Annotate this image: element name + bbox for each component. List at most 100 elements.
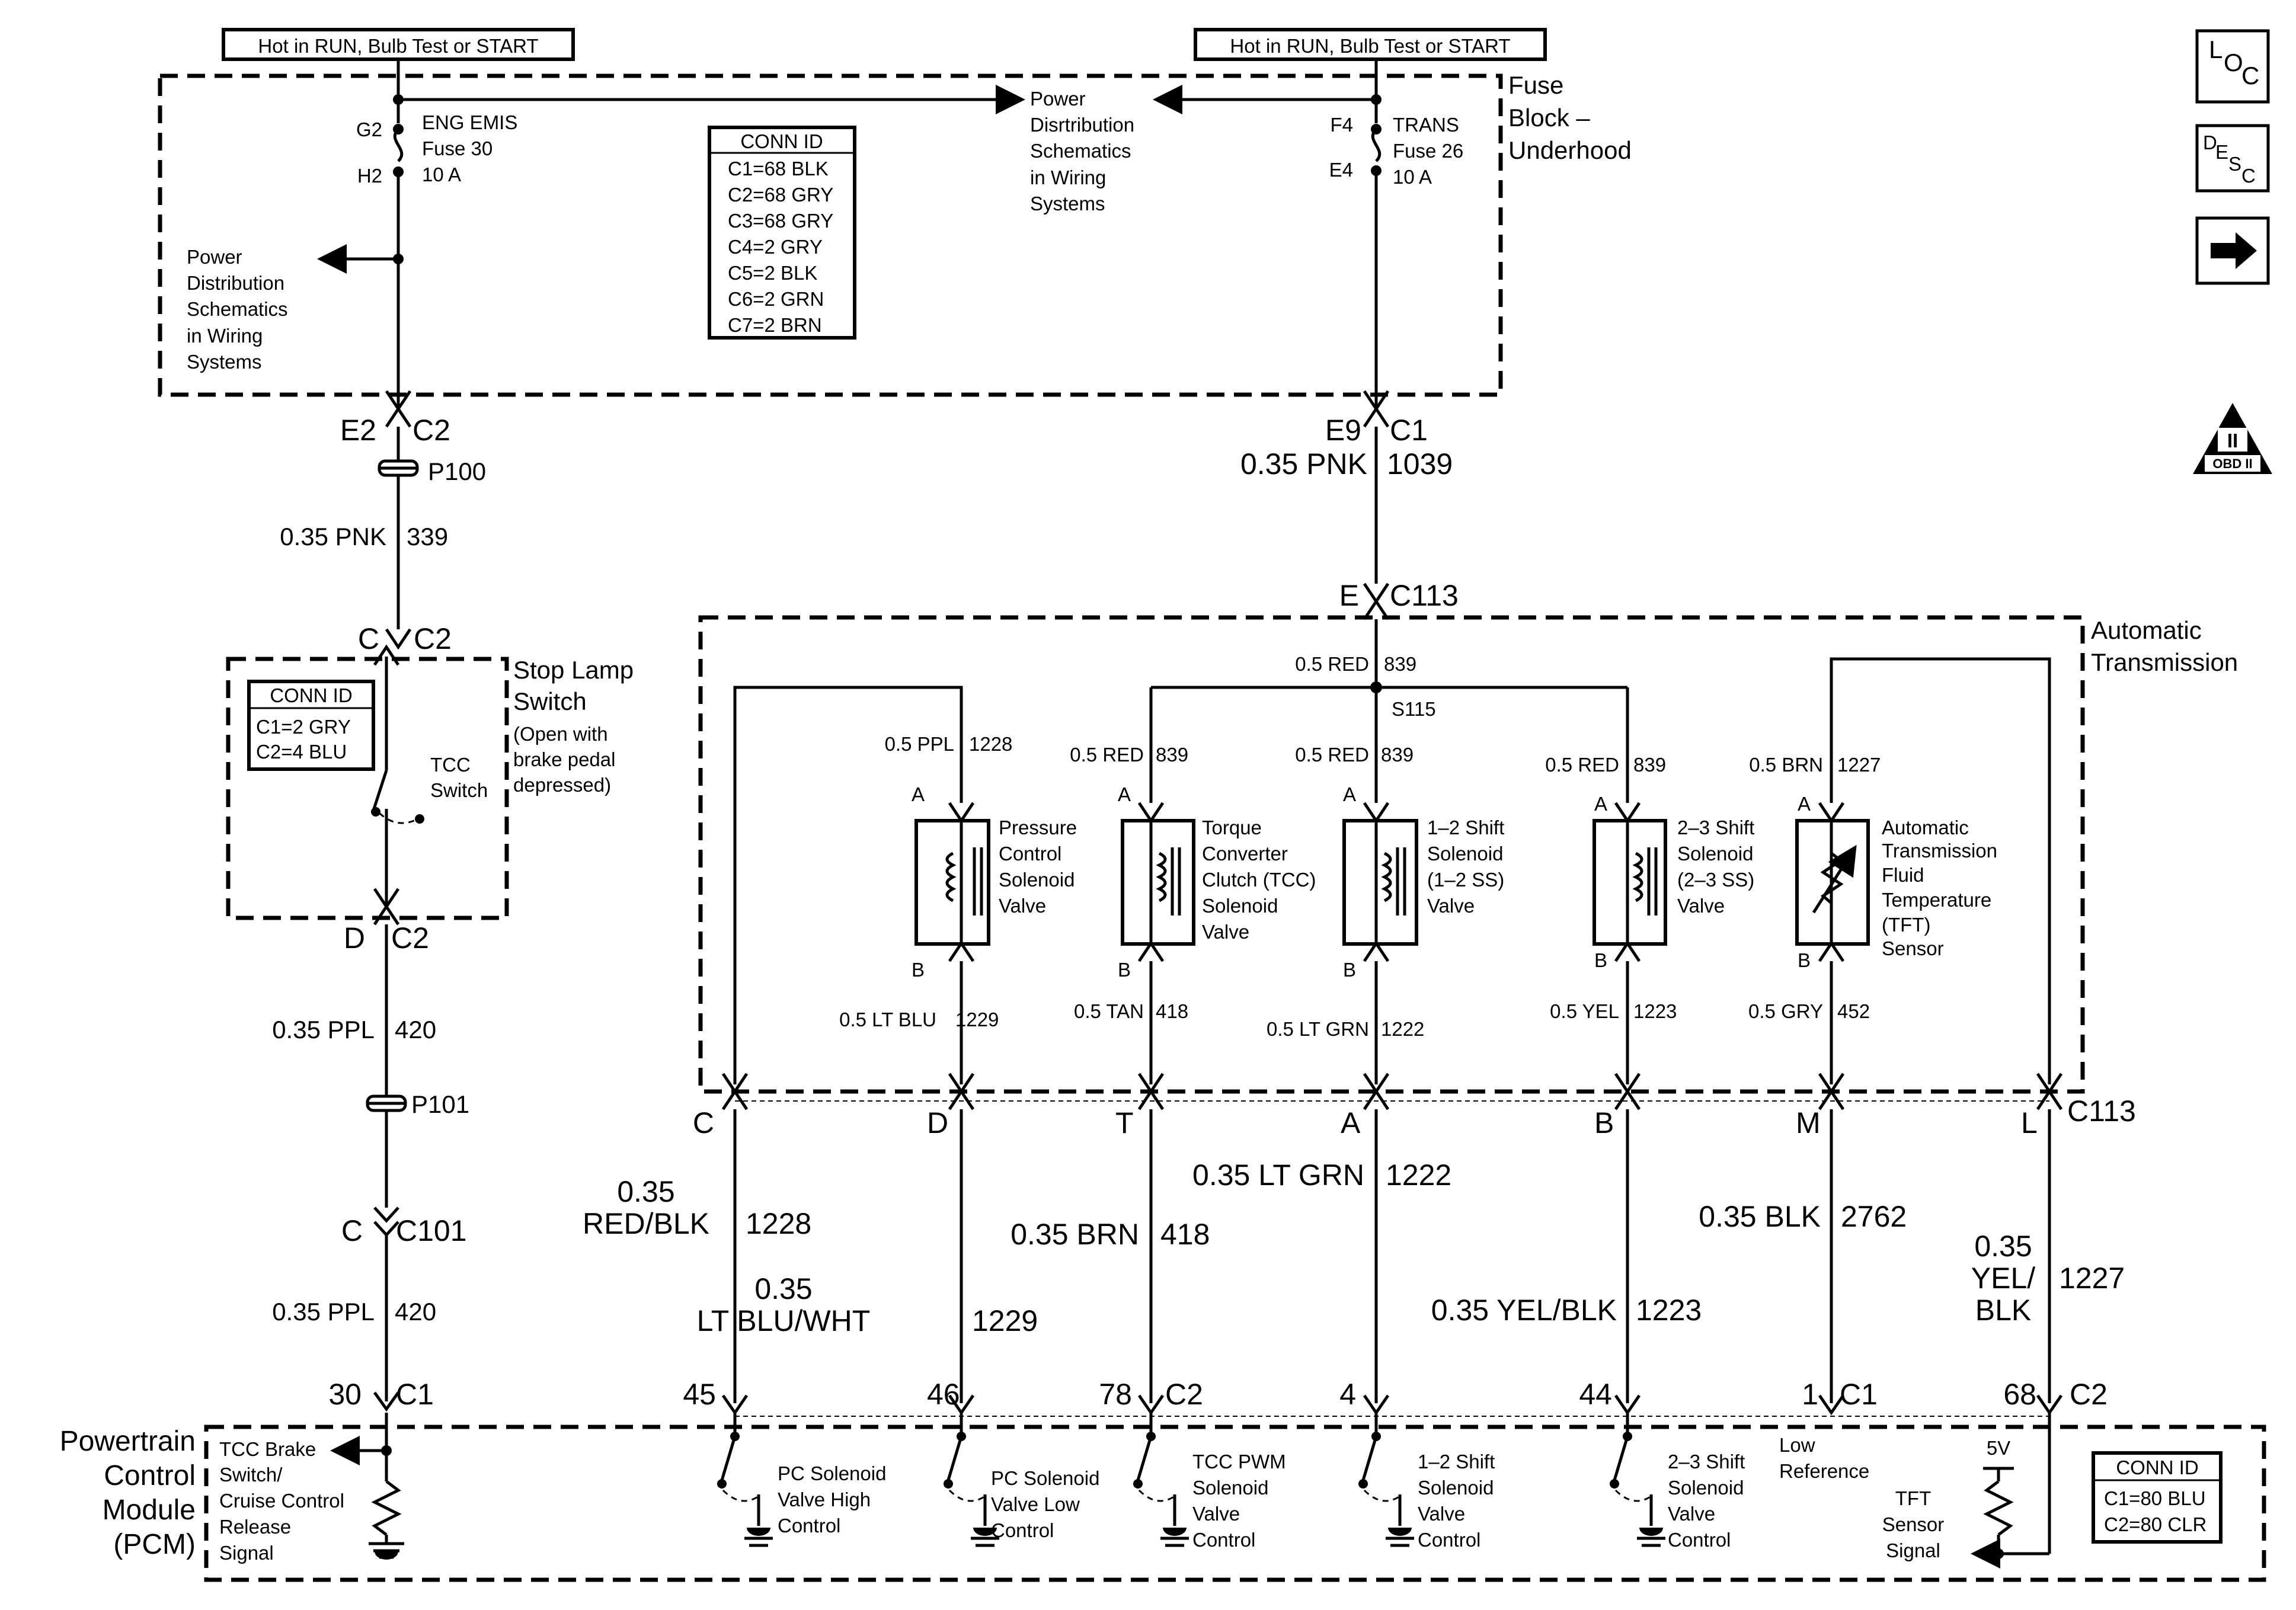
harness-1227-gauge-3: BLK [1975, 1294, 2032, 1327]
comp4-pin-a: A [1594, 793, 1607, 815]
desc-icon[interactable]: D E S C [2195, 124, 2270, 193]
comp3-name-3: (1–2 SS) [1427, 869, 1504, 891]
comp2-name-4: Solenoid [1202, 895, 1278, 917]
pcm-pin-45: 45 [683, 1378, 716, 1411]
comp1-out-gauge: 0.5 LT BLU [839, 1009, 936, 1030]
obd-ii-icon: II OBD II [2193, 403, 2272, 474]
pcm-pin-78-conn: C2 [1165, 1378, 1203, 1411]
tcc-brake-label-1: TCC Brake [219, 1438, 316, 1460]
comp4-name-4: Valve [1677, 895, 1725, 917]
splice-s115-label: S115 [1392, 698, 1436, 720]
stop-conn-id-title: CONN ID [270, 684, 352, 706]
comp3-pin-b: B [1343, 959, 1356, 981]
fuse-pin-f4: F4 [1330, 114, 1353, 136]
fuse-conn-id-row-4: C4=2 GRY [728, 236, 823, 258]
left-fuse-circuit [317, 59, 412, 412]
comp3-out-circuit: 1222 [1381, 1018, 1424, 1040]
driver-4-label-4: Control [1418, 1529, 1480, 1551]
comp5-name-5: (TFT) [1882, 914, 1930, 936]
c113-pin-c: C [693, 1106, 714, 1140]
eng-emis-label: ENG EMIS [422, 111, 517, 133]
stop-c2-top-pin: C [358, 622, 379, 655]
comp1-pin-a: A [912, 783, 925, 805]
pcm-label-1: Powertrain [60, 1426, 196, 1457]
fuse-conn-id-row-2: C2=68 GRY [728, 184, 833, 206]
tft-signal-label-2: Sensor [1882, 1513, 1945, 1535]
power-dist-center-5: Systems [1030, 193, 1105, 215]
stop-conn-id-row-1: C1=2 GRY [256, 716, 351, 738]
fuse-30-label: Fuse 30 [422, 137, 493, 159]
driver-44-label-4: Control [1668, 1529, 1731, 1551]
comp3-name-1: 1–2 Shift [1427, 817, 1504, 838]
comp3-out-gauge: 0.5 LT GRN [1267, 1018, 1369, 1040]
driver-44-label-2: Solenoid [1668, 1477, 1744, 1499]
wire-420-gauge-1: 0.35 PPL [272, 1016, 375, 1044]
pcm-pin-68: 68 [2003, 1378, 2036, 1411]
svg-text:S: S [2228, 153, 2241, 175]
comp5-in-gauge: 0.5 BRN [1749, 754, 1823, 776]
driver-44-label-1: 2–3 Shift [1668, 1451, 1745, 1473]
fuse-26-symbol [1371, 128, 1382, 162]
left-c2-pin: E2 [340, 414, 376, 447]
stop-c2-bottom-conn: C2 [391, 921, 429, 955]
fuse-block-conn-id [708, 126, 856, 340]
c113-pin-t: T [1115, 1106, 1134, 1140]
comp4-name-1: 2–3 Shift [1677, 817, 1754, 838]
c113-pin-b: B [1594, 1106, 1614, 1140]
driver-4-label-2: Solenoid [1418, 1477, 1494, 1499]
driver-44-label-3: Valve [1668, 1503, 1715, 1525]
loc-icon[interactable]: L O C [2195, 29, 2270, 104]
fuse-conn-id-row-5: C5=2 BLK [728, 262, 817, 284]
c113-top-pin: E [1339, 579, 1359, 612]
comp2-in-circuit: 839 [1156, 744, 1188, 766]
tcc-solenoid [1121, 802, 1195, 1094]
fuse-conn-id-row-3: C3=68 GRY [728, 210, 833, 232]
stop-c2-bottom-pin: D [344, 921, 365, 955]
c113-bottom-connector [721, 1089, 2063, 1110]
driver-switch-45 [717, 1413, 773, 1547]
svg-text:O: O [2224, 49, 2243, 76]
right-c1-conn: C1 [1390, 414, 1428, 447]
tft-signal-label-1: TFT [1895, 1487, 1931, 1509]
driver-4-label-3: Valve [1418, 1503, 1465, 1525]
tcc-brake-label-2: Switch/ [219, 1464, 283, 1486]
pcm-label-4: (PCM) [113, 1529, 196, 1560]
pcm-conn-id [2092, 1451, 2223, 1544]
stop-lamp-note-1: (Open with [513, 723, 608, 745]
fuse-conn-id-row-1: C1=68 BLK [728, 158, 829, 180]
harness-2762-gauge: 0.35 BLK [1699, 1200, 1821, 1233]
comp4-out-circuit: 1223 [1633, 1000, 1677, 1022]
fuse-conn-id-row-7: C7=2 BRN [728, 314, 822, 336]
comp4-name-3: (2–3 SS) [1677, 869, 1754, 891]
comp1-name-1: Pressure [999, 817, 1077, 838]
shift-solenoid-2-3 [1593, 802, 1667, 1094]
svg-text:E: E [2215, 141, 2228, 163]
harness-1228-circuit: 1228 [746, 1207, 811, 1240]
comp1-in-gauge: 0.5 PPL [885, 733, 954, 755]
pcm-conn-id-row-1: C1=80 BLU [2104, 1487, 2206, 1509]
harness-418-gauge: 0.35 BRN [1011, 1218, 1139, 1251]
comp4-out-gauge: 0.5 YEL [1550, 1000, 1619, 1022]
comp5-in-circuit: 1227 [1837, 754, 1881, 776]
pcm-pin-78: 78 [1099, 1378, 1132, 1411]
stop-lamp-title-2: Switch [513, 687, 587, 715]
comp2-out-circuit: 418 [1156, 1000, 1188, 1022]
pcm-conn-id-title: CONN ID [2116, 1457, 2198, 1478]
driver-46-label-1: PC Solenoid [991, 1467, 1099, 1489]
comp4-pin-b: B [1594, 949, 1607, 971]
c113-pin-d: D [927, 1106, 948, 1140]
pcm-label-2: Control [104, 1460, 196, 1491]
fuse-26-label: Fuse 26 [1393, 140, 1463, 162]
right-fuse-circuit [1363, 59, 1390, 412]
next-arrow-icon[interactable] [2195, 216, 2270, 285]
fuse-block-outline [158, 73, 1503, 397]
driver-switch-44 [1610, 1413, 1665, 1547]
harness-1223-gauge: 0.35 YEL/BLK [1431, 1294, 1617, 1327]
comp2-name-2: Converter [1202, 843, 1288, 865]
right-c1-pin: E9 [1325, 414, 1361, 447]
driver-78-label-4: Control [1192, 1529, 1255, 1551]
harness-1229-gauge-2: LT BLU/WHT [697, 1304, 871, 1337]
comp1-name-3: Solenoid [999, 869, 1075, 891]
driver-45-label-3: Control [778, 1515, 840, 1537]
